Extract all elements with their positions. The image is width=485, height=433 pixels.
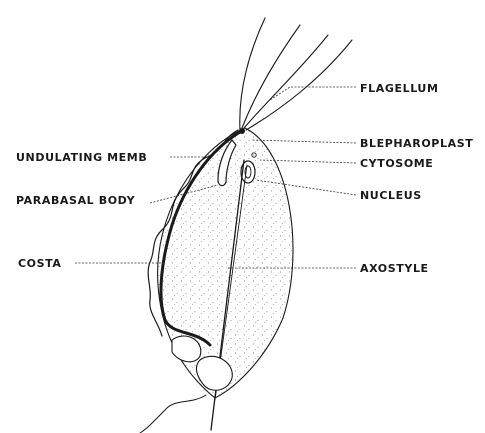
blepharoplast	[239, 128, 245, 134]
label-parabasal-body: PARABASAL BODY	[16, 194, 136, 207]
label-cytosome: CYTOSOME	[360, 157, 433, 170]
label-blepharoplast: BLEPHAROPLAST	[360, 137, 473, 150]
label-axostyle: AXOSTYLE	[360, 262, 429, 275]
label-undulating-membrane: UNDULATING MEMB	[16, 151, 147, 164]
label-nucleus: NUCLEUS	[360, 189, 422, 202]
flagella	[240, 18, 352, 130]
trailing-flagellum	[140, 395, 206, 433]
label-flagellum: FLAGELLUM	[360, 82, 439, 95]
label-costa: COSTA	[18, 257, 62, 270]
